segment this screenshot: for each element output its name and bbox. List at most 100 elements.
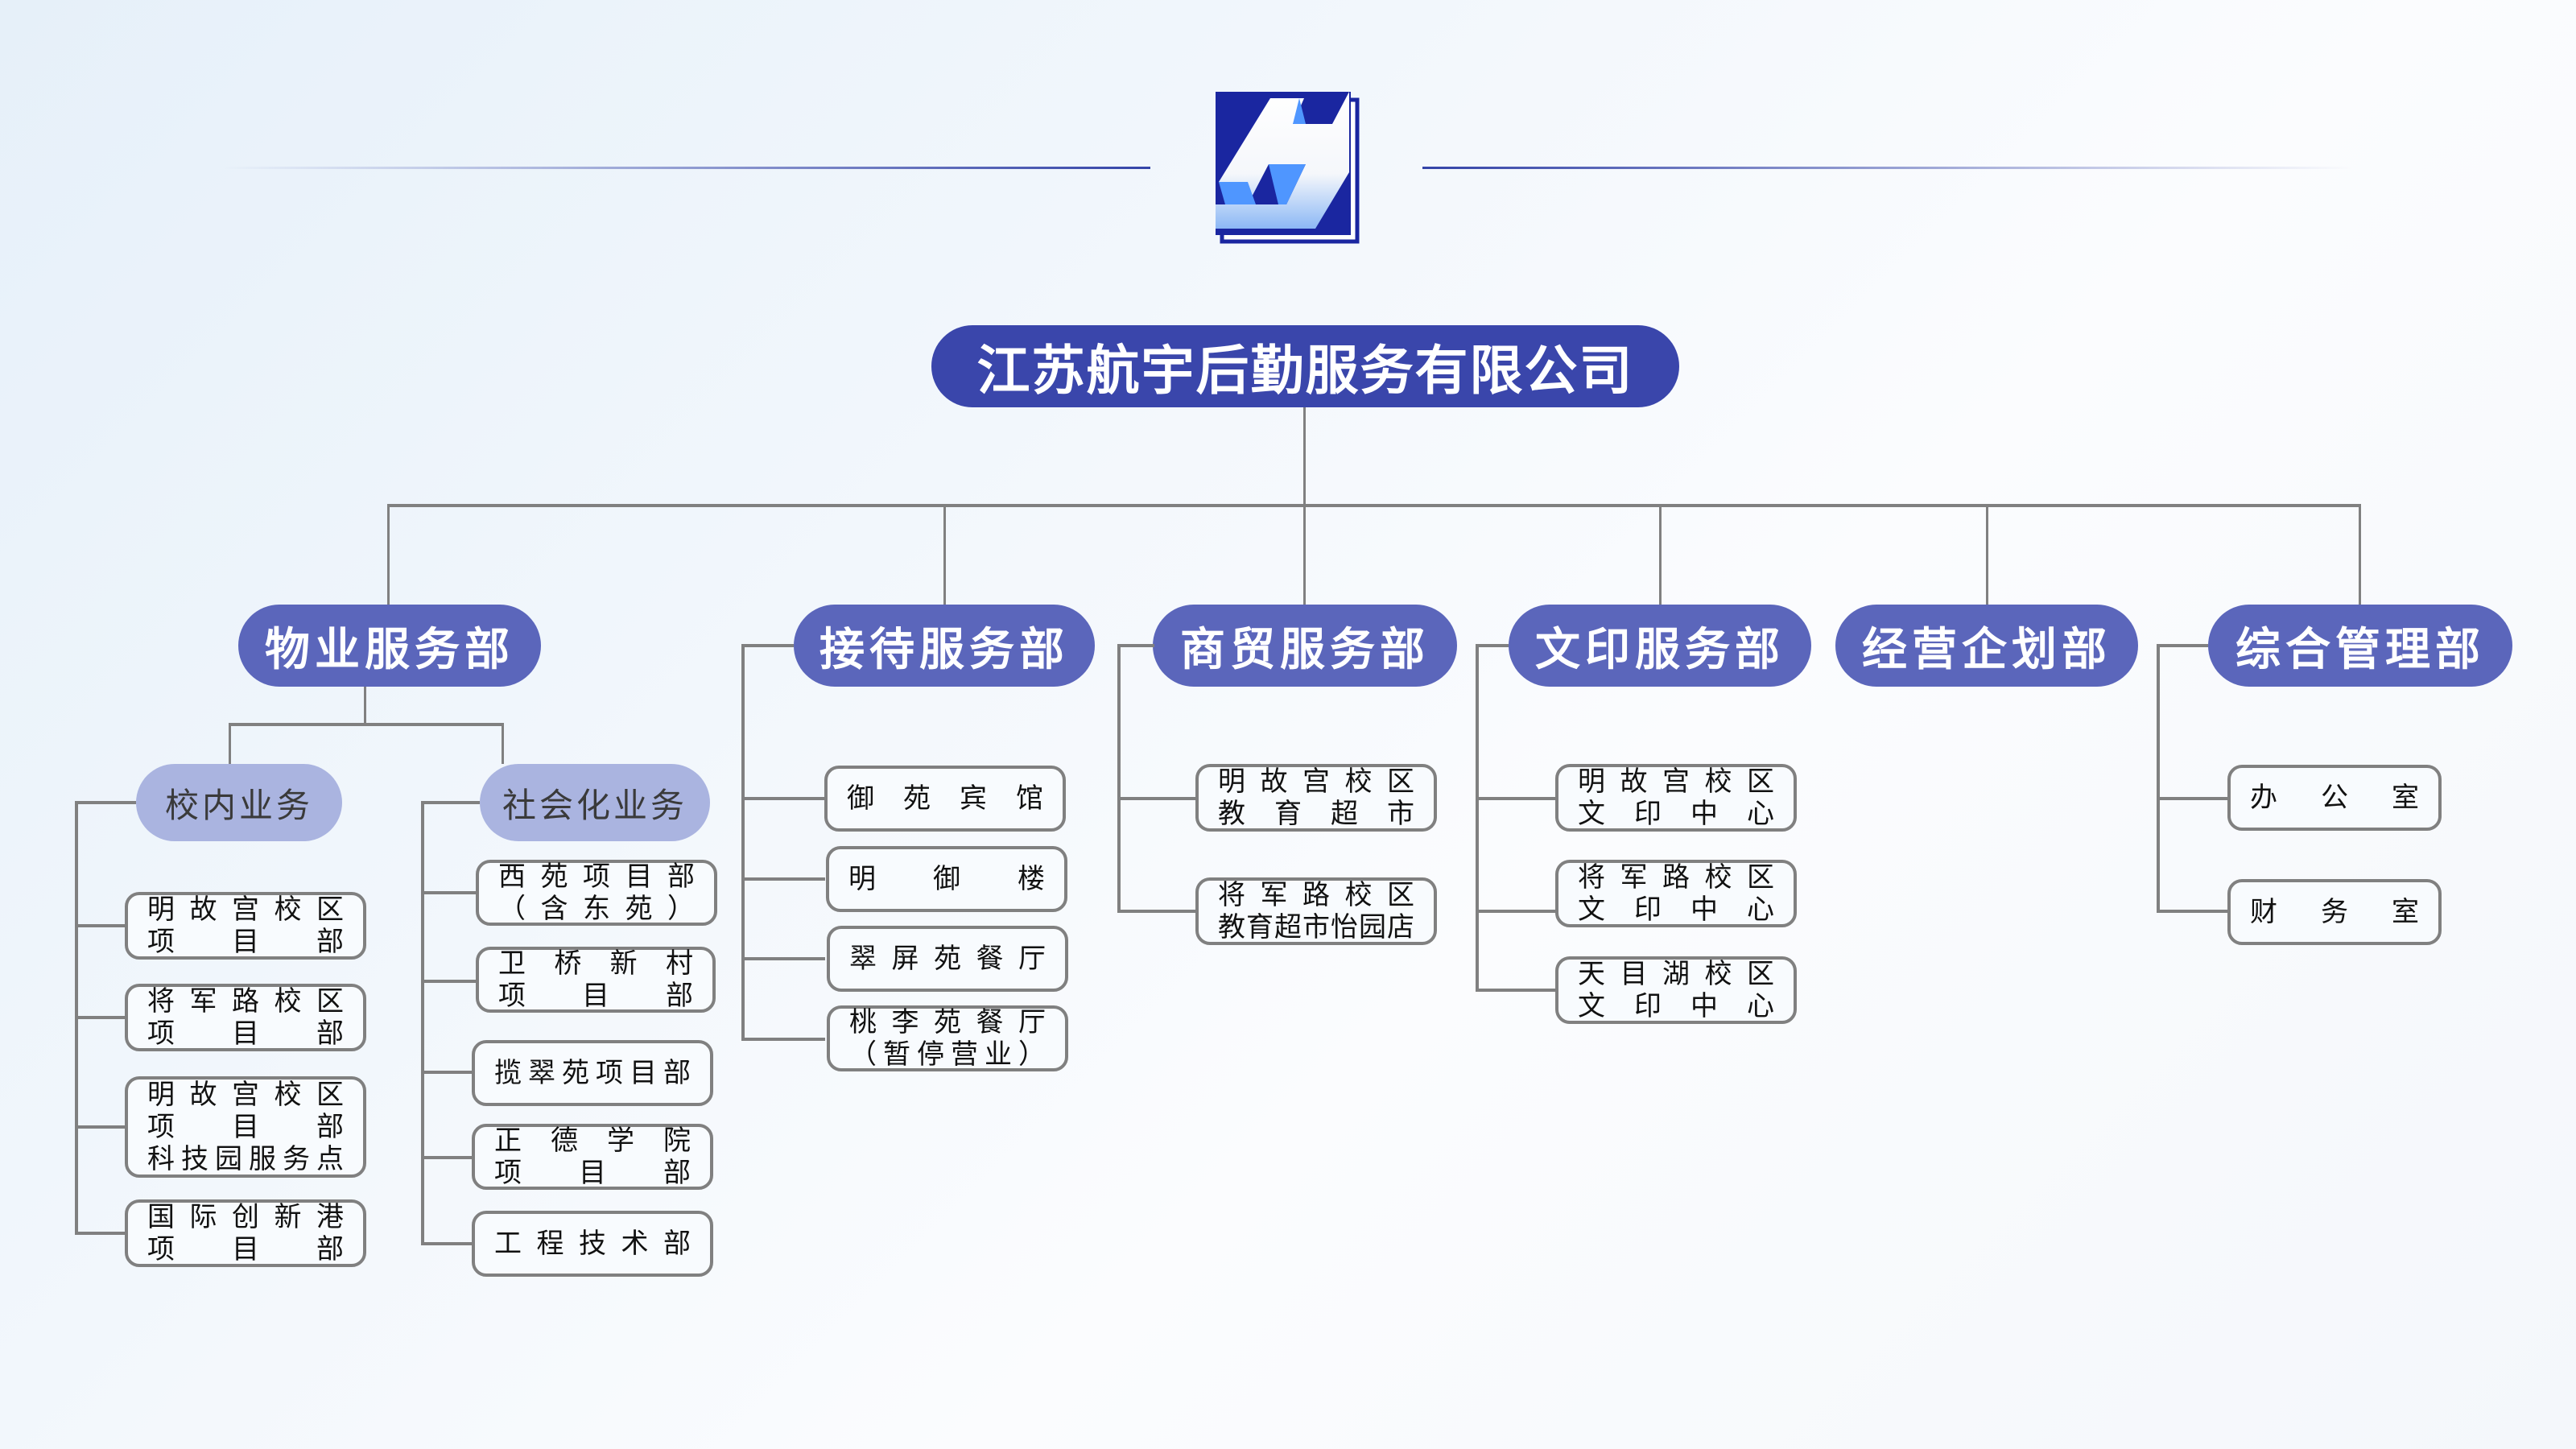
unit-line: 项目部: [147, 926, 344, 958]
unit-printing-2[interactable]: 天目湖校区 文印中心: [1555, 956, 1797, 1024]
unit-char: 餐: [976, 1006, 1004, 1038]
unit-admin-office[interactable]: 办公室: [2227, 765, 2442, 831]
unit-campus-1[interactable]: 将军路校区 项目部: [125, 984, 366, 1051]
unit-char: 部: [667, 861, 695, 893]
unit-line: 明故宫校区: [147, 894, 344, 926]
unit-char: 暂: [883, 1038, 910, 1071]
unit-char: 翠: [528, 1057, 555, 1089]
unit-commerce-0[interactable]: 明故宫校区 教育超市: [1195, 764, 1437, 832]
unit-char: 明: [1218, 766, 1245, 798]
unit-line: （含东苑）: [498, 893, 695, 925]
connector: [741, 1038, 825, 1041]
unit-printing-0[interactable]: 明故宫校区 文印中心: [1555, 764, 1797, 832]
connector-trunk: [1303, 407, 1306, 506]
unit-char: ）: [1018, 1038, 1046, 1071]
unit-line: 项目部: [147, 1018, 344, 1050]
unit-line: 科技园服务点: [147, 1143, 344, 1175]
dept-planning[interactable]: 经营企划部: [1835, 605, 2138, 687]
dept-commerce[interactable]: 商贸服务部: [1153, 605, 1457, 687]
unit-line: 桃李苑餐厅: [849, 1006, 1046, 1038]
unit-char: 苑: [934, 943, 961, 975]
unit-char: 目: [625, 861, 653, 893]
unit-reception-3[interactable]: 桃李苑餐厅 （暂停营业）: [827, 1005, 1068, 1071]
unit-campus-0[interactable]: 明故宫校区 项 目 部: [125, 892, 366, 960]
dept-printing[interactable]: 文印服务部: [1509, 605, 1811, 687]
connector: [75, 1125, 126, 1129]
dept-reception[interactable]: 接待服务部: [794, 605, 1095, 687]
group-social[interactable]: 社会化业务: [480, 764, 710, 841]
connector: [364, 687, 366, 724]
unit-char: 部: [316, 1018, 344, 1050]
unit-char: 部: [316, 926, 344, 958]
connector: [1476, 797, 1556, 800]
unit-char: 园: [215, 1143, 242, 1175]
unit-char: 目: [232, 1233, 259, 1265]
unit-social-0[interactable]: 西苑项目部 （含东苑）: [476, 860, 717, 926]
unit-char: 点: [316, 1143, 344, 1175]
unit-social-2[interactable]: 揽翠苑项目部: [472, 1040, 713, 1106]
unit-char: 程: [536, 1228, 564, 1260]
connector: [741, 644, 745, 1041]
unit-char: 室: [2392, 896, 2419, 928]
dept-admin[interactable]: 综合管理部: [2208, 605, 2512, 687]
unit-char: 目: [232, 1111, 259, 1143]
dept-property[interactable]: 物业服务部: [238, 605, 541, 687]
unit-line: 天目湖校区: [1578, 958, 1774, 990]
connector: [229, 724, 231, 764]
unit-char: 厅: [1018, 1006, 1046, 1038]
unit-char: 技: [181, 1143, 208, 1175]
unit-char: 故: [1260, 766, 1288, 798]
connector: [502, 724, 504, 764]
unit-social-4[interactable]: 工程技术部: [472, 1211, 713, 1277]
group-campus[interactable]: 校内业务: [136, 764, 342, 841]
unit-line: 将军路校区: [1578, 861, 1774, 894]
unit-social-1[interactable]: 卫桥新村 项目部: [476, 947, 716, 1013]
unit-char: 店: [1387, 911, 1414, 943]
unit-char: 目: [232, 926, 259, 958]
unit-char: 工: [494, 1228, 522, 1260]
unit-char: 项: [147, 1233, 175, 1265]
unit-char: 项: [596, 1057, 623, 1089]
unit-char: 目: [630, 1057, 657, 1089]
unit-social-3[interactable]: 正德学院 项目部: [472, 1124, 713, 1190]
unit-line: 明故宫校区: [1578, 766, 1774, 798]
unit-char: 故: [189, 894, 217, 926]
unit-char: 厅: [1018, 943, 1046, 975]
unit-char: 财: [2250, 896, 2277, 928]
unit-reception-1[interactable]: 明御楼: [826, 846, 1067, 912]
unit-char: 项: [147, 926, 175, 958]
unit-campus-2[interactable]: 明故宫校区 项目部 科技园服务点: [125, 1076, 366, 1178]
unit-char: 明: [147, 1079, 175, 1111]
unit-line: 项目部: [494, 1157, 691, 1189]
unit-reception-2[interactable]: 翠屏苑餐厅: [827, 926, 1068, 992]
unit-line: 文印中心: [1578, 798, 1774, 830]
connector: [741, 957, 825, 960]
unit-line: 揽翠苑项目部: [494, 1057, 691, 1089]
unit-char: 将: [1578, 861, 1605, 894]
unit-char: 区: [1747, 766, 1774, 798]
unit-char: 宫: [232, 1079, 259, 1111]
unit-char: 新: [609, 947, 638, 980]
unit-admin-finance[interactable]: 财务室: [2227, 879, 2442, 945]
unit-char: 印: [1634, 894, 1662, 926]
connector-drop: [1986, 506, 1988, 605]
unit-line: 明故宫校区: [1218, 766, 1414, 798]
unit-char: 超: [1331, 798, 1358, 830]
connector: [75, 801, 136, 804]
unit-printing-1[interactable]: 将军路校区 文印中心: [1555, 860, 1797, 927]
unit-char: 项: [583, 861, 610, 893]
unit-char: 文: [1578, 798, 1605, 830]
connector-drop: [943, 506, 946, 605]
unit-char: （: [849, 1038, 877, 1071]
unit-line: （暂停营业）: [849, 1038, 1046, 1071]
unit-char: 故: [1620, 766, 1648, 798]
unit-char: 中: [1690, 990, 1718, 1022]
unit-char: 部: [663, 1157, 691, 1189]
unit-commerce-1[interactable]: 将军路校区 教育超市怡园店: [1195, 877, 1437, 945]
connector: [741, 644, 794, 647]
connector: [1117, 910, 1196, 913]
unit-campus-3[interactable]: 国际创新港 项目部: [125, 1199, 366, 1267]
unit-reception-0[interactable]: 御苑宾馆: [824, 766, 1066, 832]
unit-char: 西: [498, 861, 526, 893]
unit-char: 营: [951, 1038, 978, 1071]
